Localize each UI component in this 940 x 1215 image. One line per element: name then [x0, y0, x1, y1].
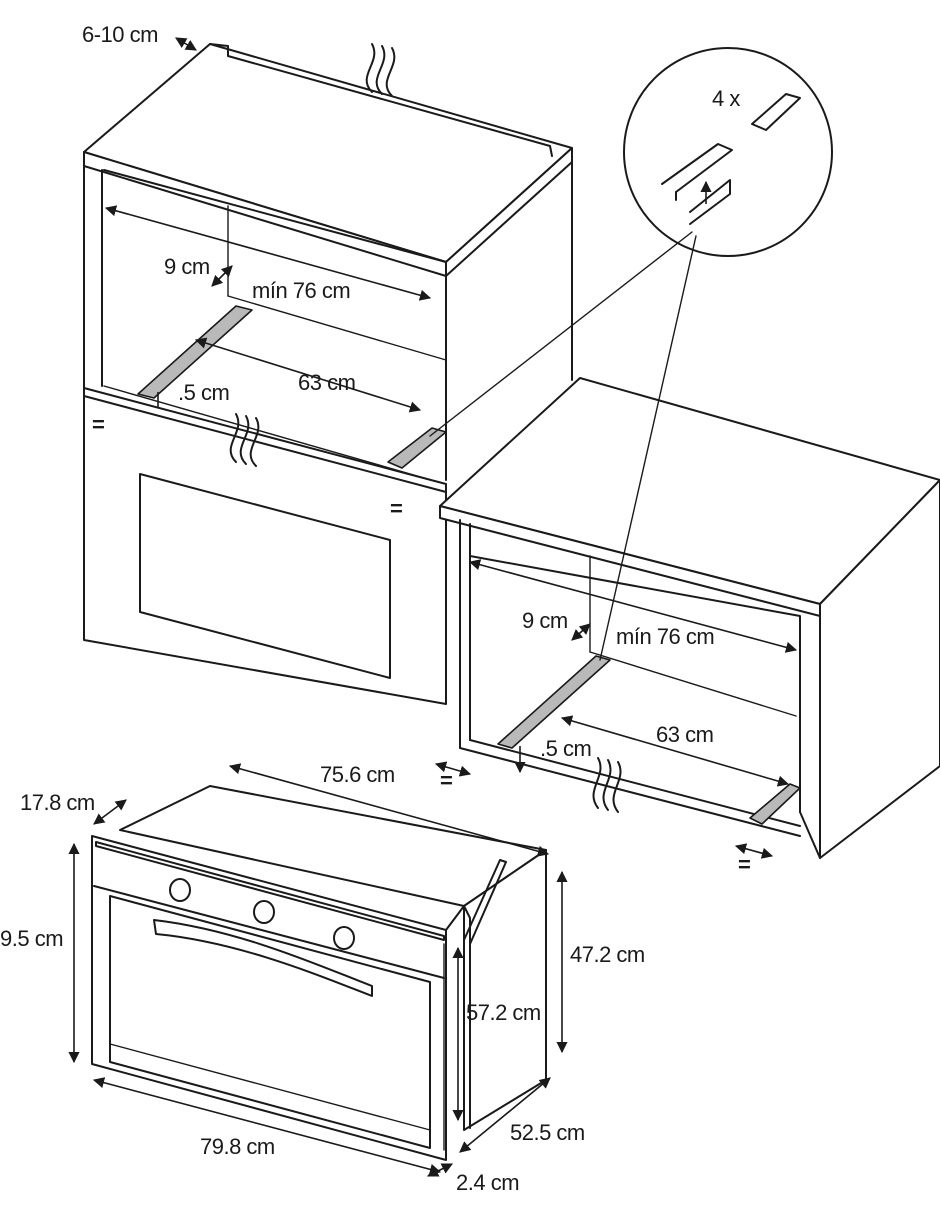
- equal-sign-lower-right: =: [738, 852, 751, 877]
- front-thickness-arrow: [426, 1163, 454, 1177]
- label-oven-front-height: 9.5 cm: [0, 926, 64, 951]
- label-oven-side-height: 57.2 cm: [466, 1000, 541, 1025]
- label-upper-rail-offset: .5 cm: [178, 380, 230, 405]
- front-width-arrow: [92, 1077, 442, 1175]
- depth-arrow: [459, 1077, 551, 1153]
- lower-cabinet: [434, 377, 940, 859]
- label-lower-min-width: mín 76 cm: [616, 624, 715, 649]
- front-depth-arrow: [93, 799, 127, 825]
- label-lower-rail-span: 63 cm: [656, 722, 714, 747]
- label-oven-depth: 52.5 cm: [510, 1120, 585, 1145]
- label-oven-front-depth: 17.8 cm: [20, 790, 95, 815]
- upper-min-width-arrow: [104, 205, 432, 301]
- oven-unit: [68, 763, 568, 1177]
- body-width-arrow: [228, 763, 550, 857]
- label-top-gap: 6-10 cm: [82, 22, 158, 47]
- label-oven-front-thickness: 2.4 cm: [456, 1170, 520, 1195]
- lower-rail-span-arrow: [560, 715, 790, 787]
- equal-sign-upper-right: =: [390, 496, 403, 521]
- label-oven-front-width: 79.8 cm: [200, 1134, 275, 1159]
- upper-oven-front: [83, 387, 447, 705]
- label-upper-min-width: mín 76 cm: [252, 278, 351, 303]
- label-lower-rail-offset: .5 cm: [540, 736, 592, 761]
- lower-min-width-arrow: [468, 559, 798, 653]
- equal-sign-upper-left: =: [92, 412, 105, 437]
- label-oven-body-height: 47.2 cm: [570, 942, 645, 967]
- label-lower-depth-gap: 9 cm: [522, 608, 568, 633]
- upper-depth-gap-arrow: [211, 265, 233, 287]
- rail-detail-inset: [429, 47, 833, 661]
- label-oven-body-width: 75.6 cm: [320, 762, 395, 787]
- label-upper-depth-gap: 9 cm: [164, 254, 210, 279]
- label-upper-rail-span: 63 cm: [298, 370, 356, 395]
- upper-cabinet: [83, 37, 573, 505]
- upper-rail-span-arrow: [194, 337, 422, 413]
- equal-sign-lower-left: =: [440, 768, 453, 793]
- label-inset-count: 4 x: [712, 86, 740, 111]
